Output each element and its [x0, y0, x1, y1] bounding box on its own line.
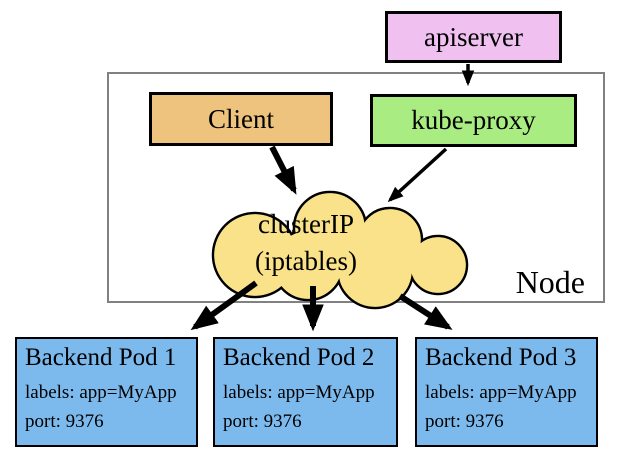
- cluster-ip-line2: (iptables): [255, 246, 357, 276]
- backend-pod-2-title: Backend Pod 2: [223, 344, 375, 371]
- backend-pod-2-labels: labels: app=MyApp: [223, 382, 375, 403]
- kube-proxy-box: kube-proxy: [370, 94, 577, 147]
- backend-pod-1-title: Backend Pod 1: [25, 344, 177, 371]
- backend-pod-2-box: Backend Pod 2 labels: app=MyApp port: 93…: [213, 337, 398, 447]
- cluster-ip-label: clusterIP (iptables): [206, 206, 406, 280]
- backend-pod-3-labels: labels: app=MyApp: [425, 382, 577, 403]
- backend-pod-3-box: Backend Pod 3 labels: app=MyApp port: 93…: [415, 337, 598, 447]
- client-box: Client: [149, 92, 333, 146]
- backend-pod-3-title: Backend Pod 3: [425, 344, 577, 371]
- backend-pod-3-port: port: 9376: [425, 411, 504, 432]
- node-label: Node: [515, 264, 585, 300]
- apiserver-box: apiserver: [385, 11, 562, 63]
- backend-pod-1-port: port: 9376: [25, 411, 104, 432]
- cluster-ip-cloud-icon: [211, 190, 469, 310]
- kube-proxy-label: kube-proxy: [411, 105, 536, 135]
- backend-pod-1-labels: labels: app=MyApp: [25, 382, 177, 403]
- apiserver-label: apiserver: [424, 21, 523, 52]
- backend-pod-2-port: port: 9376: [223, 411, 302, 432]
- backend-pod-1-box: Backend Pod 1 labels: app=MyApp port: 93…: [15, 337, 198, 447]
- cluster-ip-line1: clusterIP: [258, 209, 354, 239]
- client-label: Client: [208, 103, 274, 134]
